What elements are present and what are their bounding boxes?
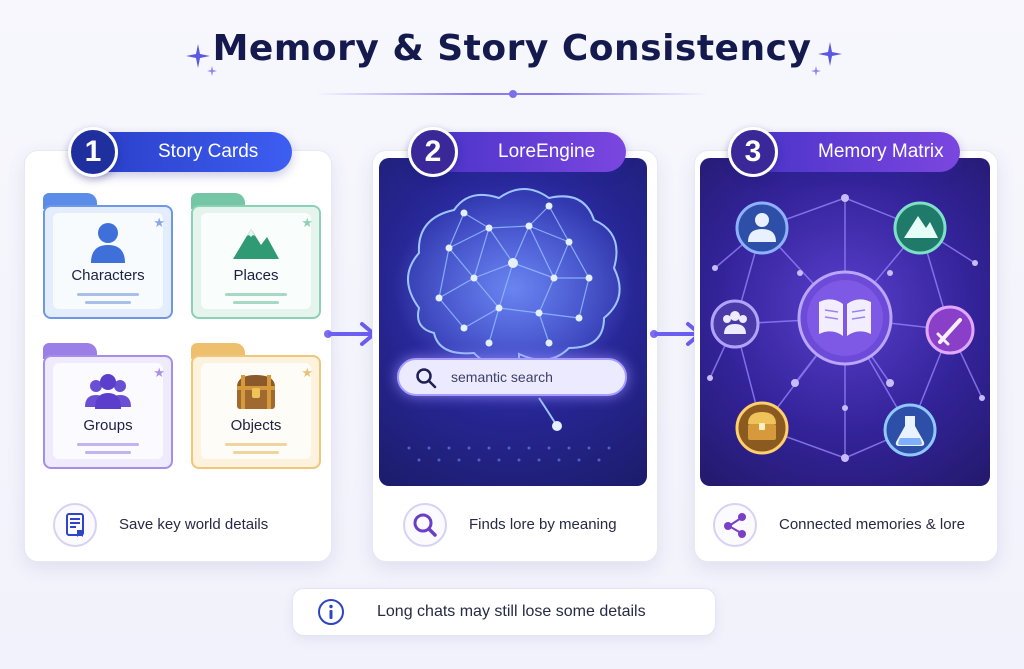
folder-label: Characters	[71, 267, 145, 284]
semantic-search-input[interactable]: semantic search	[397, 358, 627, 396]
group-icon	[710, 299, 760, 349]
sparkle-icon	[186, 44, 217, 76]
step-label: LoreEngine	[498, 141, 596, 162]
step-number-badge: 1	[68, 127, 118, 177]
places-folder[interactable]: ★ Places	[191, 193, 321, 319]
treasure-chest-icon	[237, 375, 275, 409]
share-nodes-icon	[713, 503, 757, 547]
step-1-header: Story Cards	[88, 132, 292, 172]
book-icon	[797, 270, 893, 366]
flask-icon	[883, 403, 937, 457]
person-icon	[91, 223, 125, 263]
step-number-badge: 3	[728, 127, 778, 177]
limitation-note: Long chats may still lose some details	[292, 588, 716, 636]
star-icon: ★	[153, 365, 165, 380]
folder-label: Objects	[230, 417, 282, 434]
step-3-header: Memory Matrix	[748, 132, 960, 172]
sword-icon	[925, 305, 975, 355]
folder-label: Places	[233, 267, 279, 284]
search-text: semantic search	[451, 369, 553, 385]
brain-icon	[393, 188, 633, 462]
mountain-icon	[893, 201, 947, 255]
footer-text: Finds lore by meaning	[469, 516, 617, 533]
step-label: Story Cards	[158, 141, 259, 162]
document-bookmark-icon	[53, 503, 97, 547]
star-icon: ★	[301, 215, 313, 230]
folder-label: Groups	[83, 417, 133, 434]
title-divider-dot	[509, 90, 517, 98]
footer-text: Save key world details	[119, 516, 269, 533]
magnifier-icon	[403, 503, 447, 547]
footer-text: Connected memories & lore	[779, 516, 965, 533]
sparkle-icon	[811, 42, 842, 76]
star-icon: ★	[153, 215, 165, 230]
objects-folder[interactable]: ★ Objects	[191, 343, 321, 469]
characters-folder[interactable]: ★ Characters	[43, 193, 173, 319]
note-text: Long chats may still lose some details	[377, 603, 646, 620]
star-icon: ★	[301, 365, 313, 380]
step-number-badge: 2	[408, 127, 458, 177]
info-icon	[318, 599, 344, 625]
search-icon	[416, 368, 437, 389]
brain-network-illustration: semantic search	[379, 158, 647, 486]
person-icon	[735, 201, 789, 255]
step-2-header: LoreEngine	[428, 132, 626, 172]
treasure-chest-icon	[735, 401, 789, 455]
story-cards-panel: ★ Characters ★ Places ★ Groups	[24, 150, 332, 562]
memory-network-illustration	[700, 158, 990, 486]
mountain-icon	[233, 229, 279, 259]
page-title: Memory & Story Consistency	[212, 28, 812, 69]
groups-folder[interactable]: ★ Groups	[43, 343, 173, 469]
step-label: Memory Matrix	[818, 141, 944, 162]
network-graph	[707, 194, 985, 462]
group-icon	[85, 374, 131, 409]
